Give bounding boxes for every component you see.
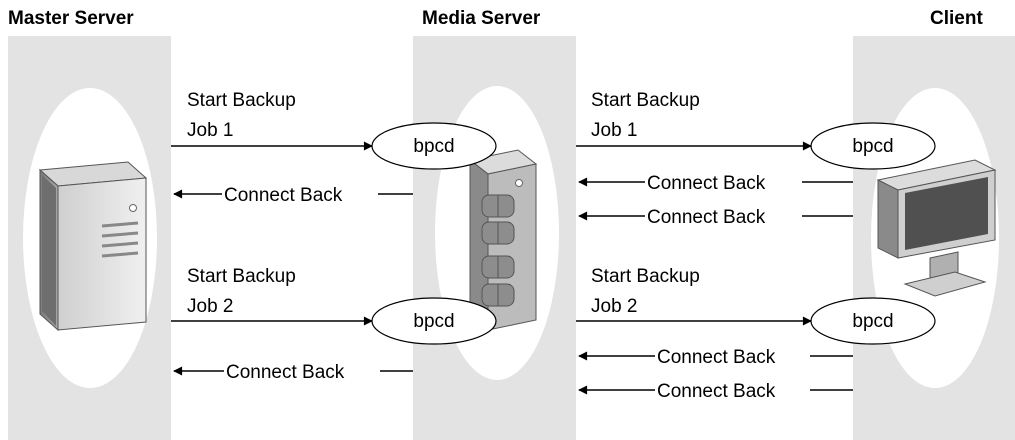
connect-back-media-1: Connect Back xyxy=(578,173,853,194)
connect-back-media-3: Connect Back xyxy=(578,347,853,368)
bpcd-label: bpcd xyxy=(413,311,454,332)
bpcd-label: bpcd xyxy=(413,136,454,157)
connect-back-label: Connect Back xyxy=(226,362,345,383)
job1-client-label-line1: Start Backup xyxy=(591,90,700,111)
connect-back-label: Connect Back xyxy=(657,347,776,368)
connect-back-label: Connect Back xyxy=(657,381,776,402)
connect-back-media-2: Connect Back xyxy=(578,207,853,228)
connect-back-media-4: Connect Back xyxy=(578,381,853,402)
connect-back-label: Connect Back xyxy=(647,173,766,194)
master-server-title: Master Server xyxy=(8,8,134,29)
job1-label-line2: Job 1 xyxy=(187,120,233,141)
job1-label-line1: Start Backup xyxy=(187,90,296,111)
connect-back-master-1: Connect Back xyxy=(173,185,413,206)
job2-client-label-line1: Start Backup xyxy=(591,266,700,287)
job2-label-line2: Job 2 xyxy=(187,296,233,317)
monitor-icon xyxy=(876,159,997,297)
job1-client-label-line2: Job 1 xyxy=(591,120,637,141)
bpcd-label: bpcd xyxy=(852,311,893,332)
connect-back-master-2: Connect Back xyxy=(173,362,413,383)
bpcd-node-client-job1: bpcd xyxy=(810,122,936,170)
connect-back-label: Connect Back xyxy=(647,207,766,228)
job2-client-label-line2: Job 2 xyxy=(591,296,637,317)
connect-back-label: Connect Back xyxy=(224,185,343,206)
media-server-title: Media Server xyxy=(422,8,541,29)
tower-server-icon xyxy=(38,161,148,332)
bpcd-node-media-job2: bpcd xyxy=(371,297,497,345)
client-title: Client xyxy=(930,8,983,29)
job2-label-line1: Start Backup xyxy=(187,266,296,287)
bpcd-node-media-job1: bpcd xyxy=(371,122,497,170)
bpcd-node-client-job2: bpcd xyxy=(810,297,936,345)
bpcd-label: bpcd xyxy=(852,136,893,157)
tape-library-icon xyxy=(468,149,538,332)
